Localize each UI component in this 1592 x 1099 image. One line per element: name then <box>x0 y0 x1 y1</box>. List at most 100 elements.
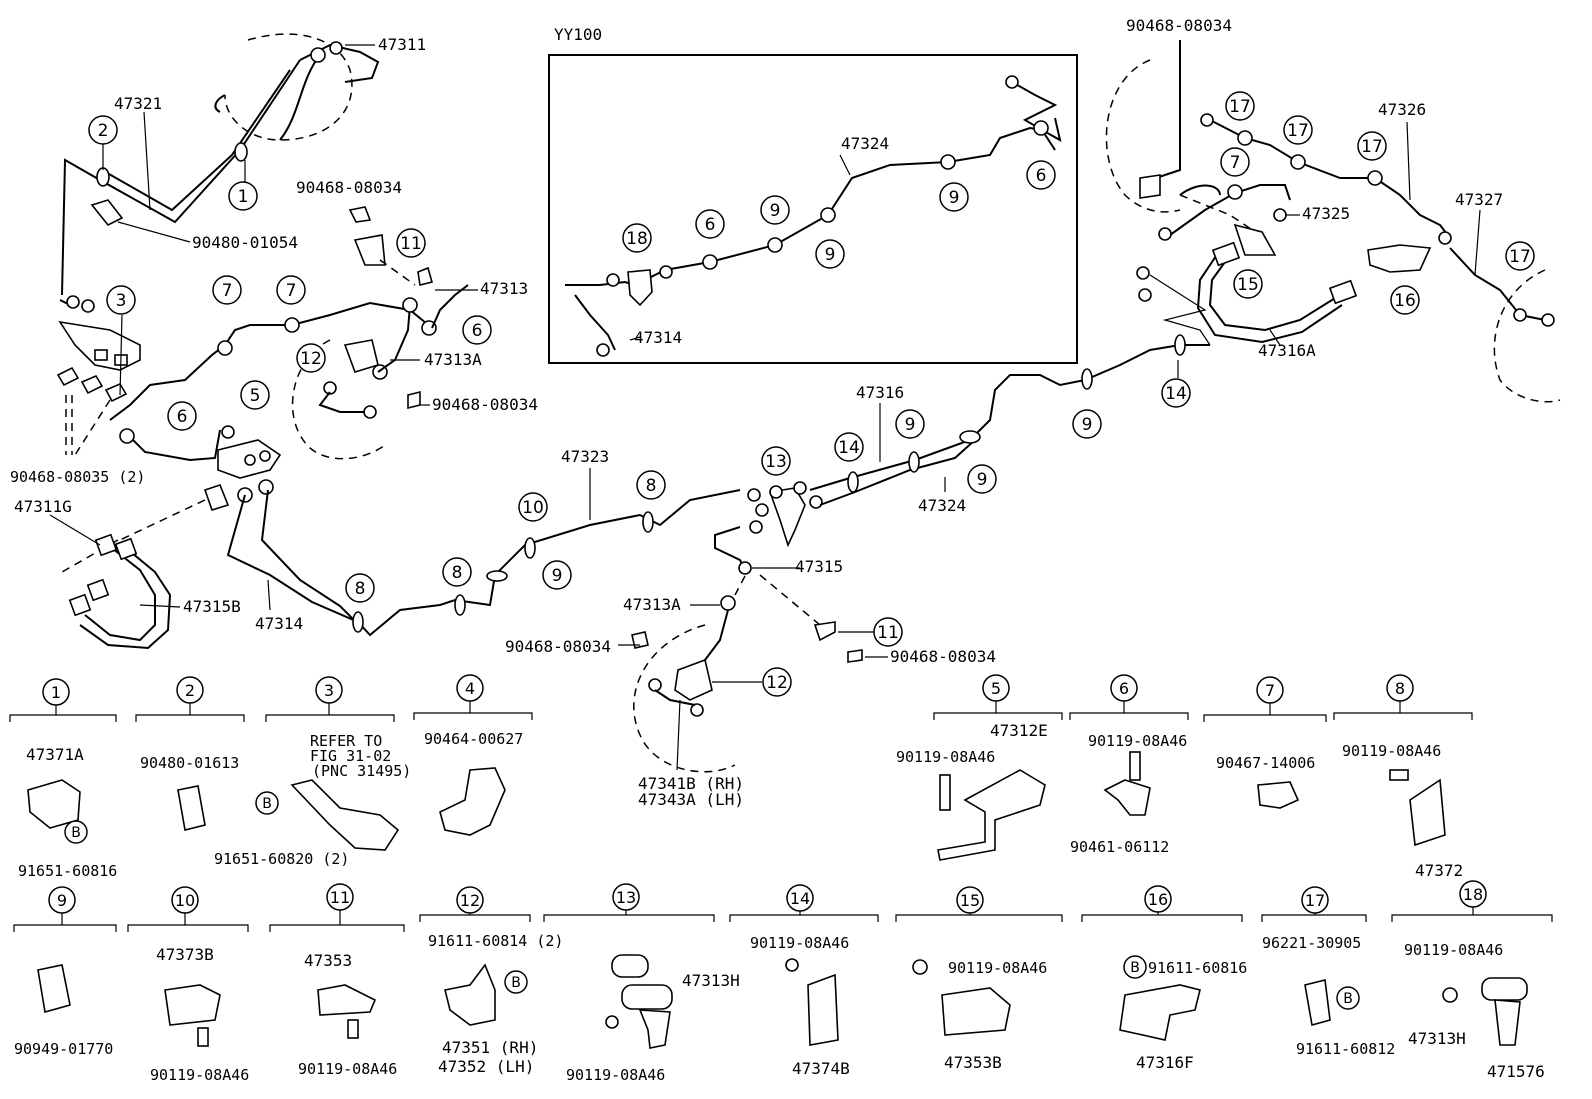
callout-1: 1 <box>228 181 258 211</box>
label-47311G: 47311G <box>14 497 72 516</box>
svg-text:47353B: 47353B <box>944 1053 1002 1072</box>
callout-15: 15 <box>1233 269 1263 299</box>
proportioning-valve <box>714 481 823 626</box>
svg-text:47351 (RH): 47351 (RH) <box>442 1038 538 1057</box>
svg-text:17: 17 <box>1287 121 1309 141</box>
legend-item-8: 8 90119-08A46 47372 <box>1333 674 1473 880</box>
svg-text:2: 2 <box>185 681 195 700</box>
label-47321: 47321 <box>114 94 162 113</box>
fitting-47315B <box>68 533 172 650</box>
svg-text:4: 4 <box>465 679 475 698</box>
callout-7b: 7 <box>276 275 306 305</box>
label-47311: 47311 <box>378 35 426 54</box>
figure-number: 471576 <box>1487 1062 1545 1081</box>
legend-row-1: 1 47371A B 91651-60816 2 90480-01613 3 R… <box>9 674 1473 880</box>
svg-text:14: 14 <box>838 438 860 458</box>
callout-14b: 14 <box>1161 378 1191 408</box>
legend-item-13: 13 47313H 90119-08A46 <box>543 883 740 1084</box>
callout-3: 3 <box>106 285 136 315</box>
bracket-5-assembly <box>61 439 282 573</box>
master-cylinder-assembly <box>214 33 380 141</box>
callout-9-inset-c: 9 <box>939 182 969 212</box>
label-47343A: 47343A (LH) <box>638 790 744 809</box>
label-90468-08034-e: 90468-08034 <box>1126 16 1232 35</box>
svg-text:17: 17 <box>1229 97 1251 117</box>
callout-9a: 9 <box>542 560 572 590</box>
svg-text:REFER TO: REFER TO <box>310 732 382 750</box>
svg-text:47352 (LH): 47352 (LH) <box>438 1057 534 1076</box>
leader-lines <box>49 40 1481 771</box>
svg-text:47313H: 47313H <box>1408 1029 1466 1048</box>
label-47316A: 47316A <box>1258 341 1316 360</box>
callout-11b: 11 <box>873 617 903 647</box>
part-number-labels: 47311 47321 90480-01054 90468-08034 4731… <box>10 16 1503 809</box>
svg-text:9: 9 <box>57 891 67 910</box>
legend-item-17: 17 96221-30905 B 91611-60812 <box>1261 886 1395 1058</box>
legend-item-5: 5 47312E 90119-08A46 <box>896 674 1063 861</box>
svg-text:9: 9 <box>905 415 916 435</box>
svg-text:47313H: 47313H <box>682 971 740 990</box>
svg-text:16: 16 <box>1394 291 1416 311</box>
legend-item-12: 12 91611-60814 (2) B 47351 (RH) 47352 (L… <box>419 886 563 1076</box>
label-90468-08034-a: 90468-08034 <box>296 178 402 197</box>
label-47313A-a: 47313A <box>424 350 482 369</box>
label-47315: 47315 <box>795 557 843 576</box>
callout-10: 10 <box>518 492 548 522</box>
svg-text:91611-60814 (2): 91611-60814 (2) <box>428 932 563 950</box>
svg-text:47374B: 47374B <box>792 1059 850 1078</box>
svg-text:90119-08A46: 90119-08A46 <box>1342 742 1441 760</box>
legend-item-18: 18 90119-08A46 47313H <box>1391 880 1553 1048</box>
legend-item-1: 1 47371A B 91651-60816 <box>9 678 117 880</box>
label-90468-08034-b: 90468-08034 <box>432 395 538 414</box>
callout-8a: 8 <box>345 573 375 603</box>
svg-text:47312E: 47312E <box>990 721 1048 740</box>
svg-text:9: 9 <box>977 470 988 490</box>
svg-text:5: 5 <box>250 386 261 406</box>
front-right-caliper-area <box>631 595 863 773</box>
svg-text:90467-14006: 90467-14006 <box>1216 754 1315 772</box>
svg-text:12: 12 <box>300 349 322 369</box>
inset-title: YY100 <box>554 25 602 44</box>
label-47325: 47325 <box>1302 204 1350 223</box>
svg-text:9: 9 <box>552 566 563 586</box>
rear-right-assembly <box>1105 40 1561 403</box>
svg-text:47371A: 47371A <box>26 745 84 764</box>
legend-item-15: 15 90119-08A46 47353B <box>895 886 1063 1072</box>
svg-text:11: 11 <box>330 888 350 907</box>
svg-text:9: 9 <box>825 245 836 265</box>
legend-item-7: 7 90467-14006 <box>1203 676 1327 809</box>
svg-text:14: 14 <box>790 889 810 908</box>
svg-text:9: 9 <box>1082 415 1093 435</box>
legend-item-11: 11 47353 90119-08A46 <box>269 883 405 1078</box>
line-47314 <box>226 489 741 637</box>
callout-17b: 17 <box>1283 115 1313 145</box>
callout-9c: 9 <box>967 464 997 494</box>
legend-item-2: 2 90480-01613 <box>135 676 245 831</box>
svg-text:14: 14 <box>1165 384 1187 404</box>
svg-text:9: 9 <box>770 201 781 221</box>
svg-text:15: 15 <box>1237 275 1259 295</box>
svg-text:1: 1 <box>51 683 61 702</box>
legend-row-2: 9 90949-01770 10 47373B 90119-08A46 11 4… <box>13 880 1553 1084</box>
svg-text:6: 6 <box>1119 679 1129 698</box>
label-47324-main: 47324 <box>918 496 966 515</box>
callouts: 1 2 3 7 7 11 6 12 6 5 8 8 9 10 8 13 14 9… <box>88 91 1535 697</box>
svg-text:47373B: 47373B <box>156 945 214 964</box>
label-47327: 47327 <box>1455 190 1503 209</box>
legend-item-14: 14 90119-08A46 47374B <box>729 884 879 1078</box>
callout-16: 16 <box>1390 285 1420 315</box>
svg-text:17: 17 <box>1361 137 1383 157</box>
svg-text:6: 6 <box>705 215 716 235</box>
label-90468-08035: 90468-08035 (2) <box>10 468 145 486</box>
callout-12a: 12 <box>296 343 326 373</box>
svg-text:11: 11 <box>400 234 422 254</box>
label-47313A-b: 47313A <box>623 595 681 614</box>
svg-text:3: 3 <box>324 681 334 700</box>
callout-6b: 6 <box>167 401 197 431</box>
svg-text:9: 9 <box>949 188 960 208</box>
svg-text:90119-08A46: 90119-08A46 <box>150 1066 249 1084</box>
callout-18-inset: 18 <box>622 223 652 253</box>
callout-6a: 6 <box>462 315 492 345</box>
svg-text:7: 7 <box>1265 681 1275 700</box>
callout-12b: 12 <box>762 667 792 697</box>
